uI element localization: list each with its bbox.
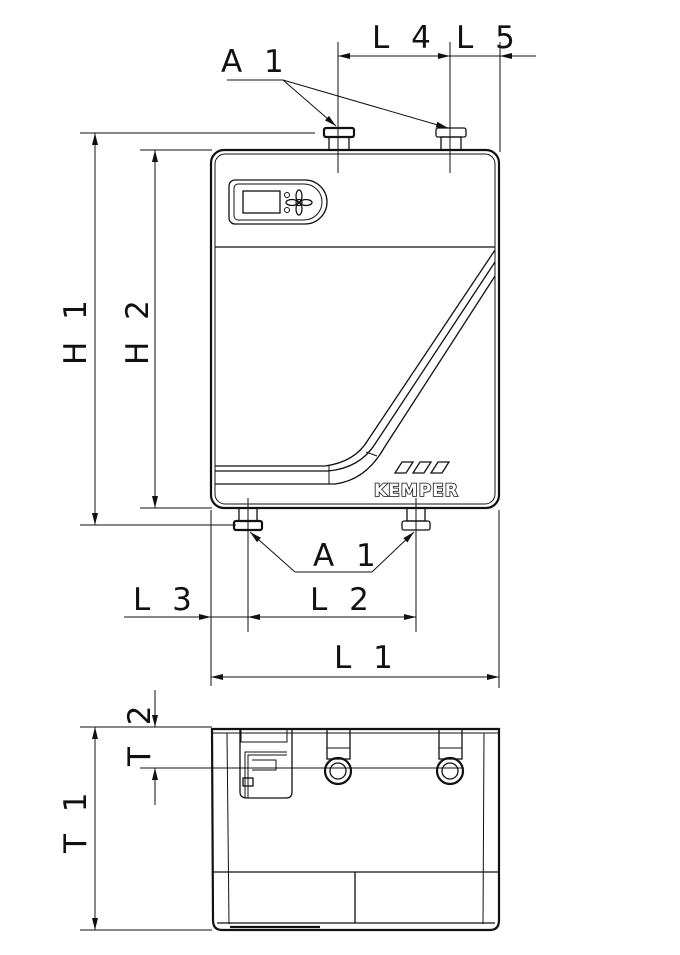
side-body-outline <box>210 727 501 932</box>
leader-a1-bottom-right <box>371 531 415 573</box>
front-body-inner-outline <box>214 153 496 505</box>
label-l4: L 4 <box>372 20 437 56</box>
brand-text: KEMPER <box>374 481 459 501</box>
pipe-connection-right <box>435 728 465 786</box>
label-a1-top: A 1 <box>221 44 290 80</box>
front-view: KEMPER <box>209 42 501 632</box>
pipe-connection-left <box>323 728 353 786</box>
display-screen <box>242 190 281 214</box>
front-body-outline <box>209 148 501 510</box>
top-connection-right <box>435 127 467 151</box>
leader-a1-top-right <box>282 79 449 129</box>
navigation-buttons-icon <box>284 189 313 216</box>
label-h1: H 1 <box>58 294 94 365</box>
diagonal-band <box>215 249 496 485</box>
cable-box <box>239 728 293 799</box>
label-l2: L 2 <box>310 582 375 618</box>
label-a1-bottom: A 1 <box>313 538 382 574</box>
label-t2: T 2 <box>122 699 158 767</box>
label-h2: H 2 <box>120 294 156 365</box>
leader-a1-top-left <box>282 79 337 127</box>
control-panel <box>228 179 328 225</box>
leader-a1-bottom-left <box>249 531 296 573</box>
front-dimensions: L 4 L 5 A 1 H 1 H 2 A 1 L 3 L 2 L 1 <box>58 20 536 688</box>
side-view <box>210 727 501 932</box>
label-l1: L 1 <box>334 640 399 676</box>
side-dimensions: T 1 T 2 <box>58 690 462 931</box>
label-l3: L 3 <box>133 582 198 618</box>
kemper-logo: KEMPER <box>373 461 459 502</box>
top-connection-left <box>322 126 356 151</box>
label-t1: T 1 <box>58 786 94 854</box>
label-l5: L 5 <box>456 20 521 56</box>
